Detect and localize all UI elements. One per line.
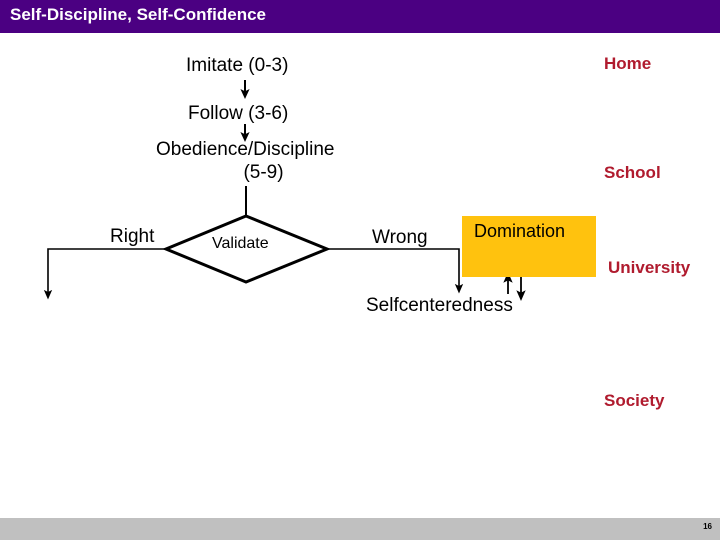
selfcenteredness-label: Selfcenteredness (366, 295, 513, 316)
stage-obedience-age-range: (5-9) (243, 162, 284, 183)
context-label-home: Home (604, 54, 652, 73)
context-label-society: Society (604, 391, 665, 410)
branch-wrong-path (327, 248, 464, 294)
domination-box (462, 216, 596, 277)
slide-title-bar (0, 0, 720, 33)
validate-label: Validate (212, 235, 269, 252)
slide-number: 16 (703, 522, 712, 531)
branch-label-wrong: Wrong (372, 227, 428, 248)
slide-title: Self-Discipline, Self-Confidence (10, 5, 266, 24)
branch-right-path (43, 248, 166, 300)
context-label-university: University (608, 258, 691, 277)
slide-footer-bar (0, 518, 720, 540)
branch-label-right: Right (110, 226, 155, 247)
domination-label: Domination (474, 221, 566, 241)
context-label-school: School (604, 163, 661, 182)
stage-obedience-label: Obedience/Discipline (156, 139, 335, 160)
stage-follow-label: Follow (3-6) (188, 103, 289, 124)
stage-imitate-label: Imitate (0-3) (186, 55, 289, 76)
